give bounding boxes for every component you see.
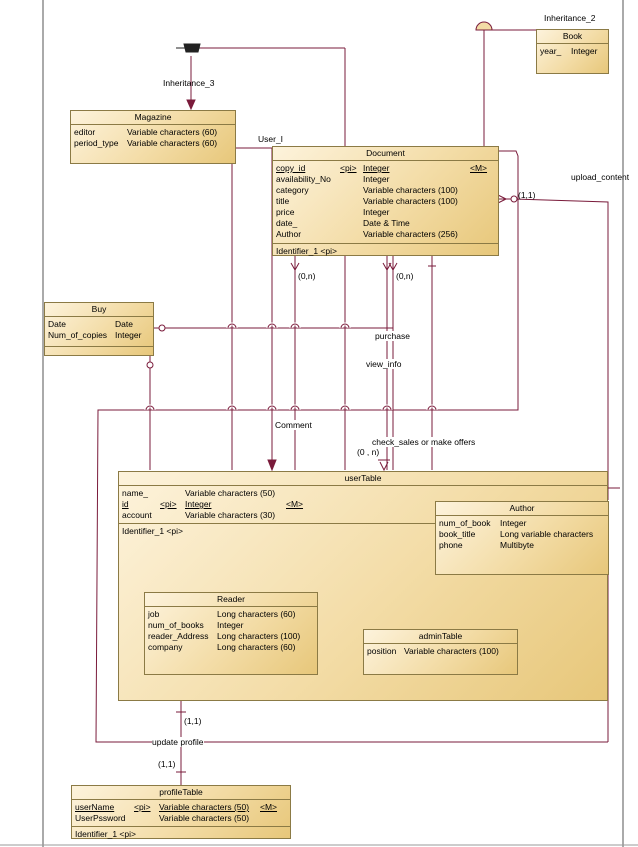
attribute-row: num_of_book Integer [439,518,527,528]
entity-title: Book [537,30,608,44]
attribute-row: company Long characters (60) [148,642,296,652]
upload-content-line [498,198,609,470]
inheritance-3-label: Inheritance_3 [163,78,215,88]
user-i-label: User_I [258,134,284,144]
inheritance-2-label: Inheritance_2 [544,13,596,23]
entity-title: adminTable [364,630,517,644]
cardinality-label: (0 , n) [357,447,380,457]
attribute-row: Date Date [48,319,133,329]
entity-title: userTable [119,472,607,486]
attribute-row: UserPssword Variable characters (50) [75,813,250,823]
identifier-row: Identifier_1 <pi> [75,829,136,839]
entity-profiletable[interactable]: profileTable userName <pi> Variable char… [71,785,291,839]
entity-author[interactable]: Author num_of_book Integer book_title Lo… [435,501,609,575]
entity-title: Author [436,502,608,516]
entity-title: Magazine [71,111,235,125]
entity-title: Buy [45,303,153,317]
attribute-row: availability_No Integer [276,174,390,184]
attribute-row: id <pi> Integer <M> [122,499,304,509]
identifier-row: Identifier_1 <pi> [122,526,183,536]
entity-title: Document [273,147,498,161]
entity-admintable[interactable]: adminTable position Variable characters … [363,629,518,675]
attribute-row: position Variable characters (100) [367,646,499,656]
entity-document[interactable]: Document copy_id <pi> Integer <M> availa… [272,146,499,256]
attribute-row: category Variable characters (100) [276,185,458,195]
attribute-row: copy_id <pi> Integer <M> [276,163,488,173]
attribute-row: Author Variable characters (256) [276,229,458,239]
upload-content-label: upload_content [571,172,630,182]
cardinality-label: (1,1) [518,190,536,200]
attribute-row: phone Multibyte [439,540,535,550]
attribute-row: account Variable characters (30) [122,510,276,520]
attribute-row: period_type Variable characters (60) [74,138,218,148]
attribute-row: price Integer [276,207,390,217]
check-sales-label: check_sales or make offers [372,437,476,447]
attribute-row: job Long characters (60) [148,609,296,619]
attribute-row: book_title Long variable characters [439,529,594,539]
comment-label: Comment [275,420,312,430]
attribute-row: reader_Address Long characters (100) [148,631,301,641]
attribute-row: date_ Date & Time [276,218,410,228]
attribute-row: editor Variable characters (60) [74,127,218,137]
attribute-row: title Variable characters (100) [276,196,458,206]
document-loop-line [95,150,519,743]
inheritance-2-symbol [475,21,493,31]
cardinality-label: (0,n) [396,271,414,281]
update-profile-label: update profile [152,737,204,747]
cardinality-label: (0,n) [298,271,316,281]
attribute-row: year_ Integer [540,46,598,56]
cardinality-label: (1,1) [158,759,176,769]
attribute-row: name_ Variable characters (50) [122,488,276,498]
entity-reader[interactable]: Reader job Long characters (60) num_of_b… [144,592,318,675]
entity-book[interactable]: Book year_ Integer [536,29,609,74]
attribute-row: userName <pi> Variable characters (50) <… [75,802,278,812]
entity-title: Reader [145,593,317,607]
entity-magazine[interactable]: Magazine editor Variable characters (60)… [70,110,236,164]
purchase-label: purchase [375,331,410,341]
view-info-label: view_info [366,359,402,369]
identifier-row: Identifier_1 <pi> [276,246,337,256]
attribute-row: num_of_books Integer [148,620,244,630]
attribute-row: Num_of_copies Integer [48,330,142,340]
entity-title: profileTable [72,786,290,800]
entity-buy[interactable]: Buy Date Date Num_of_copies Integer [44,302,154,356]
cardinality-label: (1,1) [184,716,202,726]
